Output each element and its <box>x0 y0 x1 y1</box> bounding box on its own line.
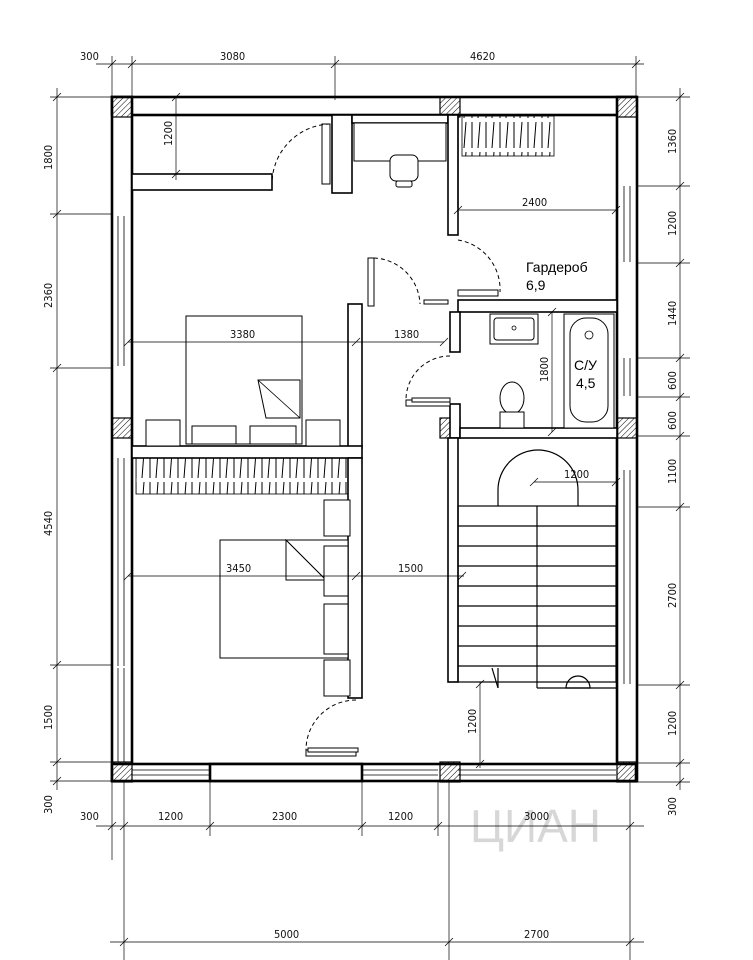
bed-1 <box>145 315 341 447</box>
dim-top-4620: 4620 <box>470 50 495 63</box>
dim-right-1200b: 1200 <box>666 711 679 736</box>
dim-bottom-2700: 2700 <box>524 928 549 941</box>
dim-right-1360: 1360 <box>666 129 679 154</box>
dim-bottom-5000: 5000 <box>274 928 299 941</box>
dim-int-3380: 3380 <box>230 328 255 341</box>
dim-right-600a: 600 <box>666 371 679 390</box>
dim-right-300: 300 <box>666 797 679 816</box>
staircase <box>457 449 617 689</box>
dim-left-300: 300 <box>42 795 55 814</box>
dim-int-1380: 1380 <box>394 328 419 341</box>
dimension-lines <box>50 56 690 960</box>
desk-and-chair <box>353 122 447 188</box>
dim-right-1100: 1100 <box>666 459 679 484</box>
columns <box>111 96 638 783</box>
room-labels: Гардероб 6,9 С/У 4,5 <box>526 259 597 391</box>
dim-top-3080: 3080 <box>220 50 245 63</box>
dim-bottom-2300: 2300 <box>272 810 297 823</box>
dim-int-1200-bottom: 1200 <box>466 709 479 734</box>
dim-int-1200: 1200 <box>162 121 175 146</box>
dim-int-3450: 3450 <box>226 562 251 575</box>
dim-int-1500: 1500 <box>398 562 423 575</box>
dim-right-2700: 2700 <box>666 583 679 608</box>
dim-bottom-300: 300 <box>80 810 99 823</box>
dim-bottom-1200a: 1200 <box>158 810 183 823</box>
doors <box>271 123 501 757</box>
dim-bottom-1200b: 1200 <box>388 810 413 823</box>
dim-left-4540: 4540 <box>42 511 55 536</box>
closet-between-bedrooms <box>135 457 349 495</box>
dim-int-1800: 1800 <box>538 357 551 382</box>
dim-left-1500: 1500 <box>42 705 55 730</box>
dim-bottom-3000: 3000 <box>524 810 549 823</box>
bathroom-area: 4,5 <box>576 375 596 391</box>
dim-left-1800: 1800 <box>42 145 55 170</box>
dimension-labels: 300 3080 4620 1800 2360 4540 1500 300 13… <box>42 50 679 941</box>
dim-int-2400: 2400 <box>522 196 547 209</box>
dim-right-600b: 600 <box>666 411 679 430</box>
wardrobe-area: 6,9 <box>526 277 546 293</box>
bathroom-name: С/У <box>574 357 597 373</box>
wardrobe-name: Гардероб <box>526 259 588 275</box>
dim-right-1440: 1440 <box>666 301 679 326</box>
dim-top-300: 300 <box>80 50 99 63</box>
dim-left-2360: 2360 <box>42 283 55 308</box>
dim-right-1200a: 1200 <box>666 211 679 236</box>
dim-int-1200-stair: 1200 <box>564 468 589 481</box>
bathroom-fixtures <box>489 313 615 429</box>
wardrobe-closet-top <box>461 115 555 157</box>
bed-2 <box>219 499 351 697</box>
